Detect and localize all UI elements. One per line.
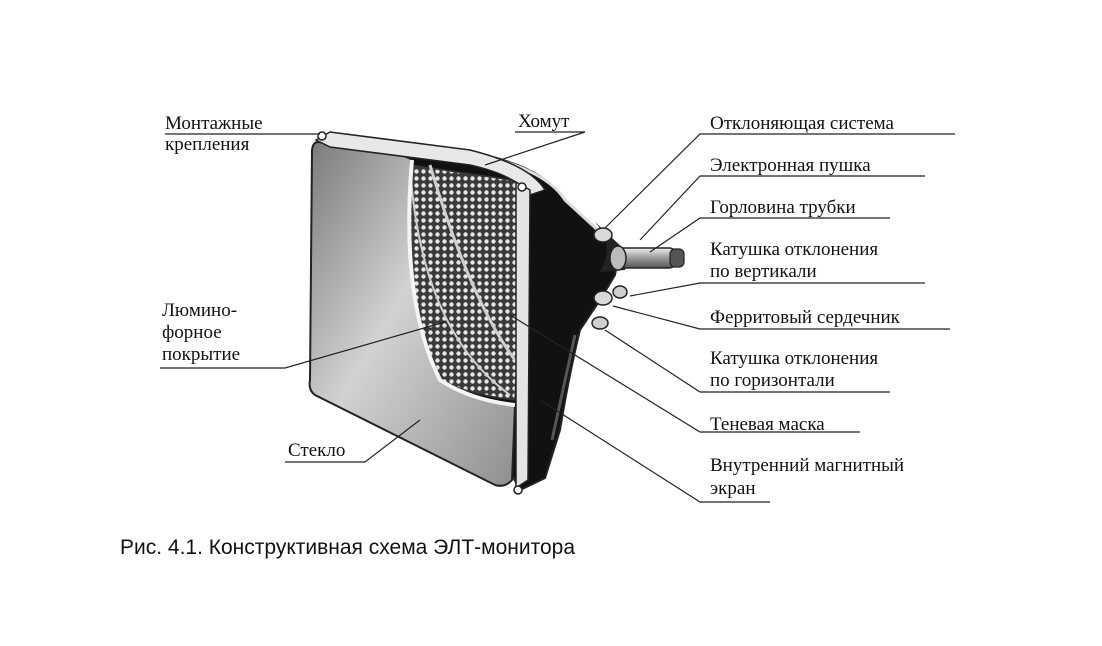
label-electron-gun: Электронная пушка	[710, 155, 871, 176]
label-magnetic-shield-1: Внутренний магнитный	[710, 455, 905, 476]
glass-panel	[308, 140, 517, 487]
label-ferrite-core: Ферритовый сердечник	[710, 307, 900, 328]
label-horizontal-coil-1: Катушка отклонения	[710, 348, 879, 369]
label-shadow-mask: Теневая маска	[710, 414, 825, 435]
clamp-band	[314, 131, 547, 495]
label-clamp: Хомут	[518, 111, 570, 132]
label-vertical-coil-1: Катушка отклонения	[710, 239, 879, 260]
label-tube-neck: Горловина трубки	[710, 197, 856, 218]
leader-lines	[160, 131, 955, 503]
label-vertical-coil-2: по вертикали	[710, 261, 817, 282]
label-phosphor-3: покрытие	[162, 344, 241, 365]
label-deflection-system: Отклоняющая система	[710, 113, 894, 134]
label-magnetic-shield-2: экран	[710, 478, 756, 499]
label-horizontal-coil-2: по горизонтали	[710, 370, 835, 391]
label-mounting-1: Монтажные	[165, 113, 263, 134]
figure-caption: Рис. 4.1. Конструктивная схема ЭЛТ-монит…	[120, 536, 576, 559]
tube-neck	[595, 222, 685, 272]
label-phosphor-2: форное	[162, 322, 222, 343]
label-glass: Стекло	[288, 440, 346, 461]
label-mounting-2: крепления	[165, 134, 250, 155]
deflection-coils	[591, 227, 628, 330]
label-phosphor-1: Люмино-	[162, 300, 238, 321]
